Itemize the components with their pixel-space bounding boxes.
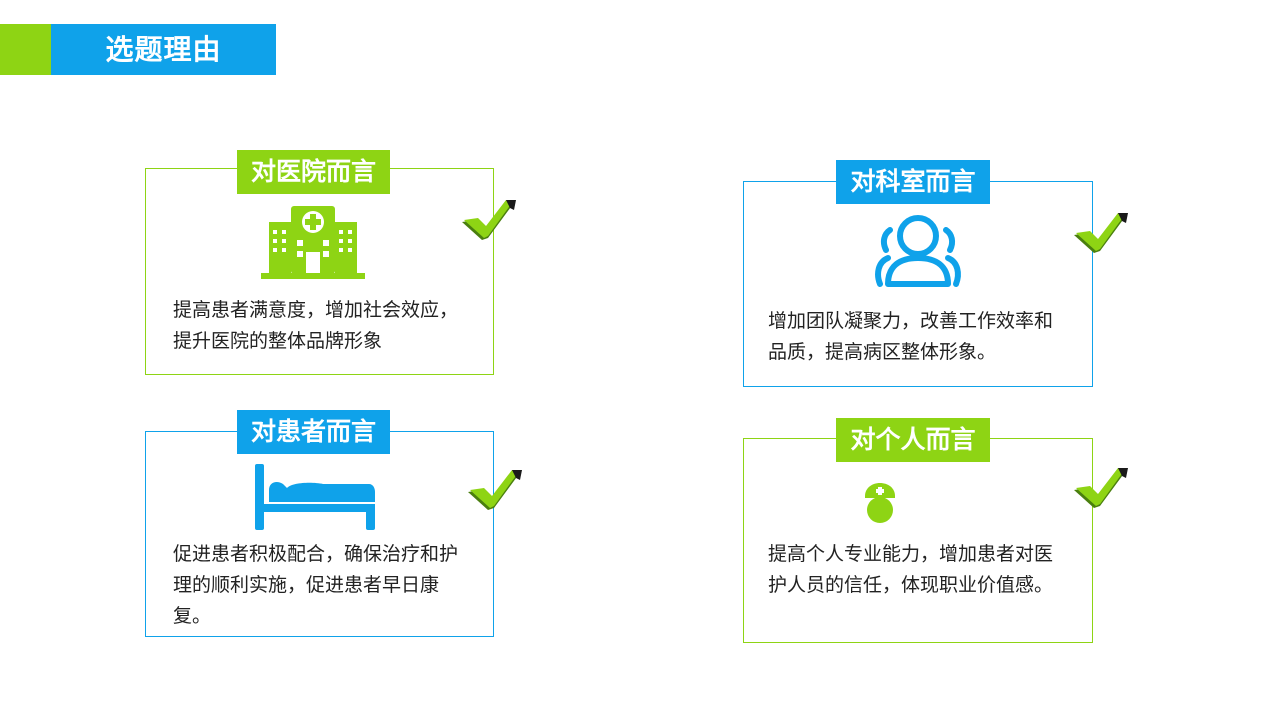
hospital-icon: [261, 206, 365, 279]
people-icon: [875, 215, 961, 287]
check-icon: [1074, 213, 1128, 253]
bed-icon: [255, 464, 375, 530]
nurse-icon: [865, 483, 895, 523]
check-icon: [468, 470, 522, 510]
check-icon: [462, 200, 516, 240]
card-patient-title: 对患者而言: [237, 410, 390, 454]
card-personal-text: 提高个人专业能力，增加患者对医护人员的信任，体现职业价值感。: [768, 543, 1054, 596]
page-title: 选题理由: [51, 24, 276, 75]
card-patient: [145, 431, 494, 637]
card-department-title: 对科室而言: [836, 160, 990, 204]
card-department-text: 增加团队凝聚力，改善工作效率和品质，提高病区整体形象。: [768, 310, 1054, 363]
card-personal: [743, 438, 1093, 643]
card-personal-title: 对个人而言: [836, 418, 990, 462]
check-icon: [1074, 468, 1128, 508]
card-hospital-title: 对医院而言: [237, 150, 390, 194]
title-accent-block: [0, 24, 51, 75]
card-hospital-text: 提高患者满意度，增加社会效应，提升医院的整体品牌形象: [173, 299, 459, 352]
card-patient-text: 促进患者积极配合，确保治疗和护理的顺利实施，促进患者早日康复。: [173, 543, 459, 627]
